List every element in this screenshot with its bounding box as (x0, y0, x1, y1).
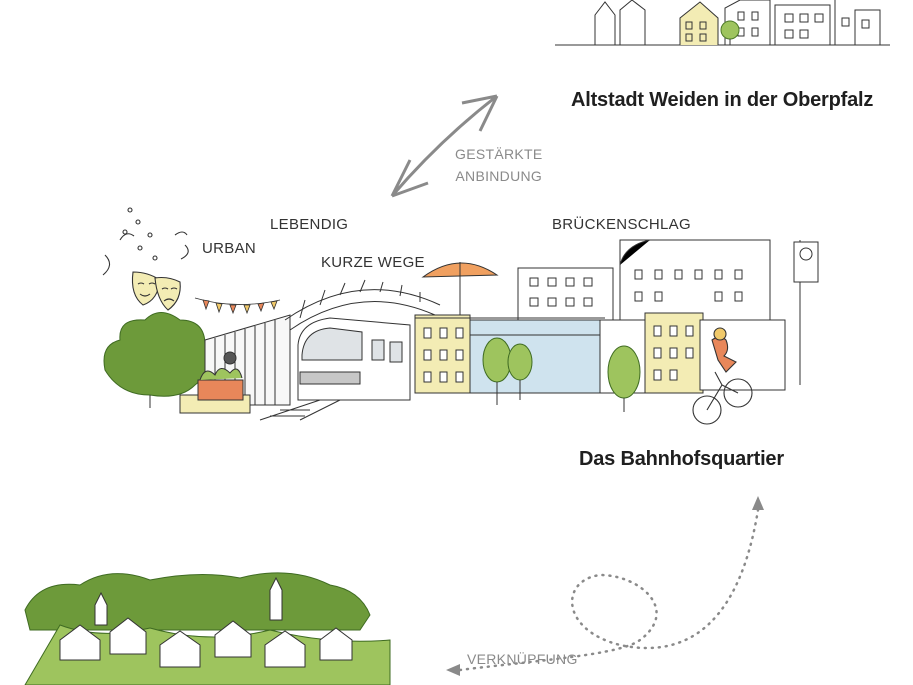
keyword-urban: URBAN (202, 240, 257, 257)
bicycle-icon (692, 327, 753, 425)
arrow-head-up (752, 496, 764, 510)
theater-masks-icon (102, 207, 189, 311)
keyword-lebendig: LEBENDIG (270, 216, 349, 233)
bunting-flags (194, 297, 281, 315)
old-town-sketch (555, 0, 890, 46)
link-label-verknuepfung: VERKNÜPFUNG (467, 651, 578, 667)
train-icon (259, 317, 411, 421)
dotted-connection-arrow (458, 508, 760, 672)
station-buildings (414, 239, 786, 394)
connection-label: GESTÄRKTE ANBINDUNG (455, 143, 543, 187)
title-bahnhofsquartier: Das Bahnhofsquartier (579, 448, 784, 470)
double-arrow-icon (390, 94, 499, 198)
village-houses (59, 576, 353, 668)
keyword-brueckenschlag: BRÜCKENSCHLAG (552, 216, 691, 233)
station-trees (482, 337, 641, 412)
planter-box (179, 368, 251, 414)
left-tree-cluster (103, 312, 209, 408)
keyword-kurze-wege: KURZE WEGE (321, 254, 425, 271)
connection-line1: GESTÄRKTE (455, 146, 543, 162)
title-altstadt: Altstadt Weiden in der Oberpfalz (571, 89, 874, 111)
bridge (284, 279, 441, 331)
arrow-head-left (446, 664, 460, 676)
bus-stop-sign-icon (793, 240, 819, 385)
village-sketch (24, 572, 391, 685)
parasol-icon (421, 262, 499, 315)
connection-line2: ANBINDUNG (455, 168, 543, 184)
